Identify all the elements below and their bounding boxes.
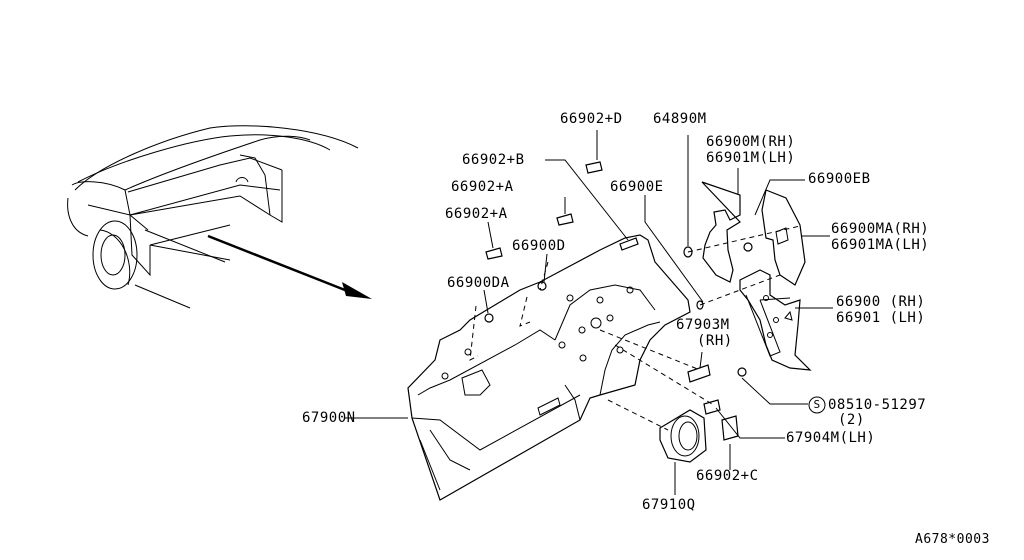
leader-lines <box>345 130 833 495</box>
label-67904m-lh: 67904M(LH) <box>786 430 876 446</box>
side-panel-67900n <box>407 234 691 501</box>
label-66902b: 66902+B <box>462 152 525 168</box>
label-66900eb: 66900EB <box>808 171 871 187</box>
vehicle-overview-sketch <box>67 125 372 309</box>
label-67903m-rh: (RH) <box>697 333 733 349</box>
label-66900-rh: 66900 (RH) <box>836 294 926 310</box>
label-66900e: 66900E <box>610 179 664 195</box>
label-67903m: 67903M <box>676 317 730 333</box>
small-fasteners <box>484 161 739 463</box>
label-08510-51297: 08510-51297 <box>828 397 927 413</box>
label-66901ma-lh: 66901MA(LH) <box>831 237 930 253</box>
label-66902d: 66902+D <box>560 111 623 127</box>
label-64890m: 64890M <box>653 111 707 127</box>
label-66901-lh: 66901 (LH) <box>836 310 926 326</box>
label-66902a-upper: 66902+A <box>451 179 514 195</box>
label-66901m-lh: 66901M(LH) <box>706 150 796 166</box>
label-66900da: 66900DA <box>447 275 510 291</box>
label-screw-symbol: S <box>813 398 821 411</box>
screw-symbol-circle <box>808 396 826 414</box>
label-08510-qty: (2) <box>838 412 865 428</box>
label-67910q: 67910Q <box>642 497 696 513</box>
label-66900m-rh: 66900M(RH) <box>706 134 796 150</box>
label-66900ma-rh: 66900MA(RH) <box>831 221 930 237</box>
label-66902c: 66902+C <box>696 468 759 484</box>
label-66902a-lower: 66902+A <box>445 206 508 222</box>
label-66900d: 66900D <box>512 238 566 254</box>
rear-trim-pieces <box>683 181 812 377</box>
figure-code: A678*0003 <box>915 532 990 547</box>
assembly-lines <box>469 225 801 431</box>
label-67900n: 67900N <box>302 410 356 426</box>
